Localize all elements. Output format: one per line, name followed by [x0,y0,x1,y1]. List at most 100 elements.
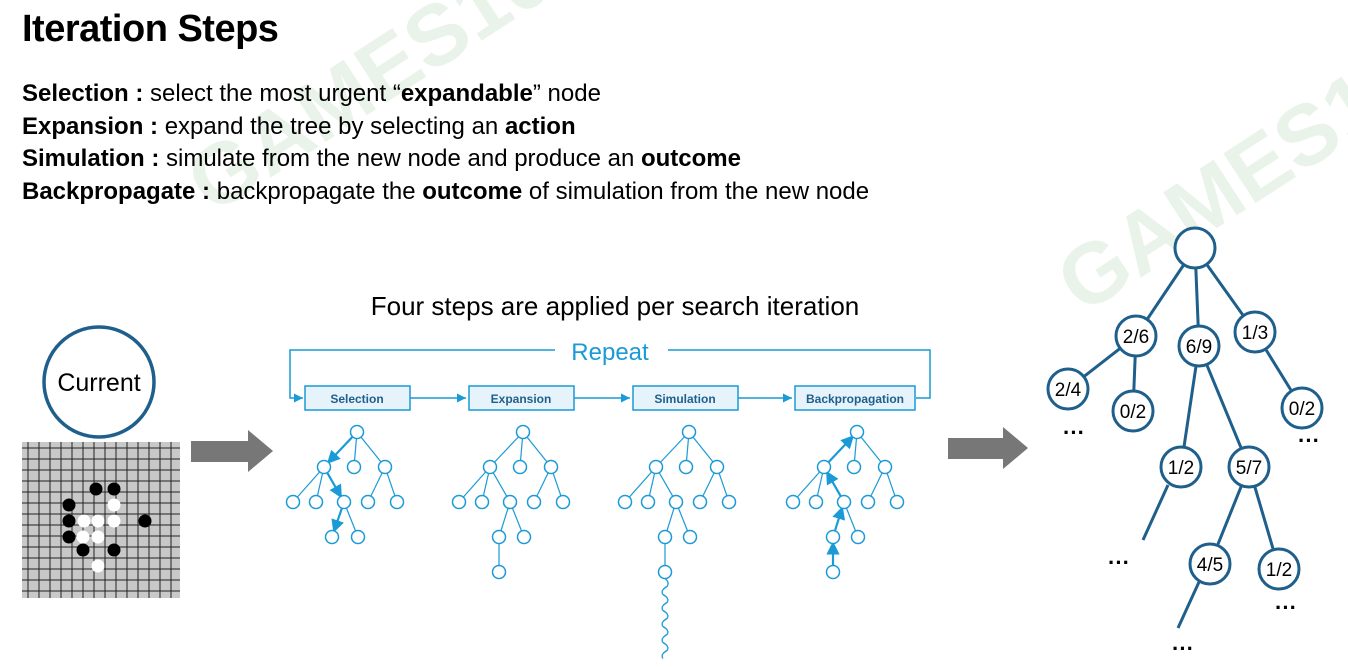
tree-edge [370,472,383,497]
step-line-simulation: Simulation : simulate from the new node … [22,143,869,176]
tree-node [825,564,841,580]
tree-node [491,564,507,580]
tree-node [516,529,532,545]
step-name: Backpropagate : [22,177,211,205]
step-keyword: expandable [400,80,533,107]
tree-edge [796,471,821,498]
tree-node-label: 4/5 [1197,555,1223,576]
tree-ellipsis: ··· [1298,428,1320,453]
tree-node [360,494,376,510]
tree-node [515,424,531,440]
tree-node [1257,547,1301,591]
tree-node [346,459,362,475]
tree-node [808,494,824,510]
tree-edge [482,473,490,496]
tree-node-label: 0/2 [1120,402,1146,423]
white-stone [76,530,90,544]
step-line-backpropagate: Backpropagate : backpropagate the outcom… [22,176,869,209]
tree-node [389,494,405,510]
black-stone [62,514,76,528]
tree-node-label: 2/6 [1123,327,1149,348]
tree-edge [536,472,549,497]
step-name: Simulation : [22,145,160,172]
tree-node [1111,389,1155,433]
diagram-caption: Four steps are applied per search iterat… [371,291,860,321]
tree-node-label: 1/3 [1242,323,1268,344]
tree-edge [628,471,653,498]
phase-backpropagation: Backpropagation [806,392,904,406]
step-name: Selection : [22,80,144,107]
arrow-right-icon [948,427,1028,469]
small-trees [285,424,905,659]
black-stone [107,482,121,496]
tree-edge [386,472,396,497]
white-stone [107,514,121,528]
current-node: Current [42,325,156,439]
step-list: Selection : select the most urgent “expa… [22,78,869,208]
tree-edge [685,438,690,461]
tree-edge [1145,263,1186,321]
tree-node [526,494,542,510]
tree-node [889,494,905,510]
black-stone [89,482,103,496]
tree-node-label: 1/2 [1266,560,1292,581]
tree-edge [296,471,321,498]
white-stone [77,514,91,528]
tree-node-label: 1/2 [1168,458,1194,479]
tree-node [512,459,528,475]
tree-node [1227,445,1271,489]
tree-ellipsis: ··· [1108,550,1130,575]
tree-edge [1082,347,1122,378]
tree-node-label: 5/7 [1236,458,1262,479]
tree-edge [316,473,324,496]
tree-node [668,494,684,510]
step-text: expand the tree by selecting an [158,112,505,140]
tree-edge [511,507,523,532]
tree-edge [519,438,524,461]
tree-node [785,494,801,510]
tree-edge [1182,365,1198,448]
tree-edge [718,472,728,497]
tree-edge [677,507,689,532]
phase-expansion: Expansion [491,392,552,406]
tree-edge [648,473,656,496]
path-arrow [331,507,344,533]
tree-node [474,494,490,510]
tree-node [349,424,365,440]
tree-edge [845,507,857,532]
tree-node [502,494,518,510]
step-line-selection: Selection : select the most urgent “expa… [22,78,869,111]
tree-node [617,494,633,510]
tree-node-label: 2/4 [1055,380,1082,401]
tree-node [825,529,841,545]
black-stone [62,498,76,512]
tree-node [657,529,673,545]
phase-selection: Selection [330,392,383,406]
tree-node [350,529,366,545]
repeat-label: Repeat [571,339,649,366]
tree-node [877,459,893,475]
tree-edge [886,472,896,497]
black-stone [107,543,121,557]
tree-node [1159,445,1203,489]
tree-node [555,494,571,510]
tree-node [657,564,673,580]
white-stone [91,530,105,544]
white-stone [107,498,121,512]
tree-ellipsis: ··· [1063,420,1085,445]
go-board [22,442,180,598]
current-label: Current [57,369,140,397]
tree-node [682,529,698,545]
tree-edge-dangling [1176,581,1201,629]
tree-node [678,459,694,475]
tree-ellipsis: ··· [1172,636,1194,661]
tree-node [316,459,332,475]
tree-edge [1205,263,1245,317]
step-keyword: outcome [640,145,741,172]
tree-node [308,494,324,510]
tree-edge [345,507,357,532]
tree-edge [1205,363,1243,450]
black-stone [62,530,76,544]
